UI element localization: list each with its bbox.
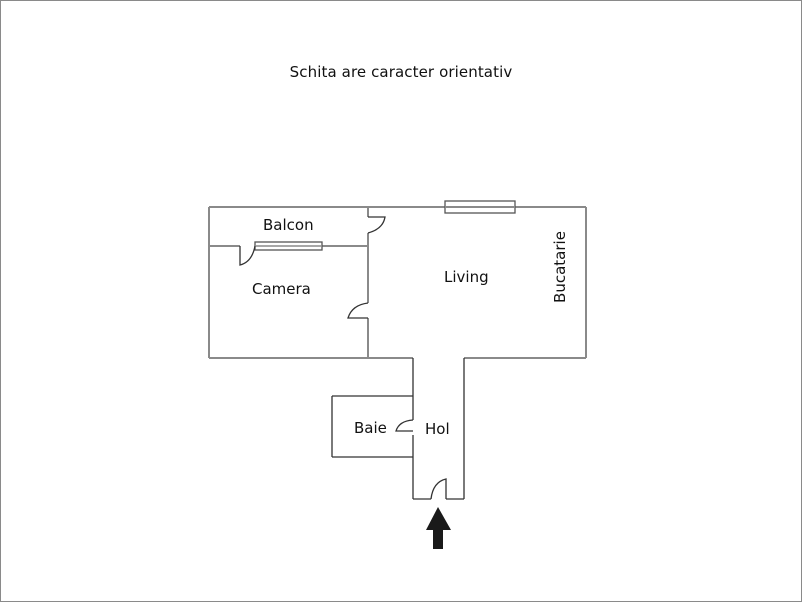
walls: [208, 206, 587, 359]
arrow-up-icon: [426, 507, 451, 549]
room-label-living: Living: [444, 268, 489, 286]
door-camera: [347, 302, 369, 319]
room-label-baie: Baie: [354, 419, 387, 437]
door-living-balcon: [367, 216, 386, 234]
door-balcon: [239, 245, 256, 266]
windows: [254, 200, 516, 251]
room-label-balcon: Balcon: [263, 216, 314, 234]
plan-disclaimer-title: Schita are caracter orientativ: [289, 63, 513, 81]
walls-hallway: [331, 358, 465, 500]
room-label-hol: Hol: [425, 420, 450, 438]
doors: [239, 216, 447, 500]
room-label-camera: Camera: [252, 280, 311, 298]
door-entrance: [430, 478, 447, 500]
door-baie: [395, 419, 414, 432]
room-label-bucatarie: Bucatarie: [551, 231, 569, 303]
